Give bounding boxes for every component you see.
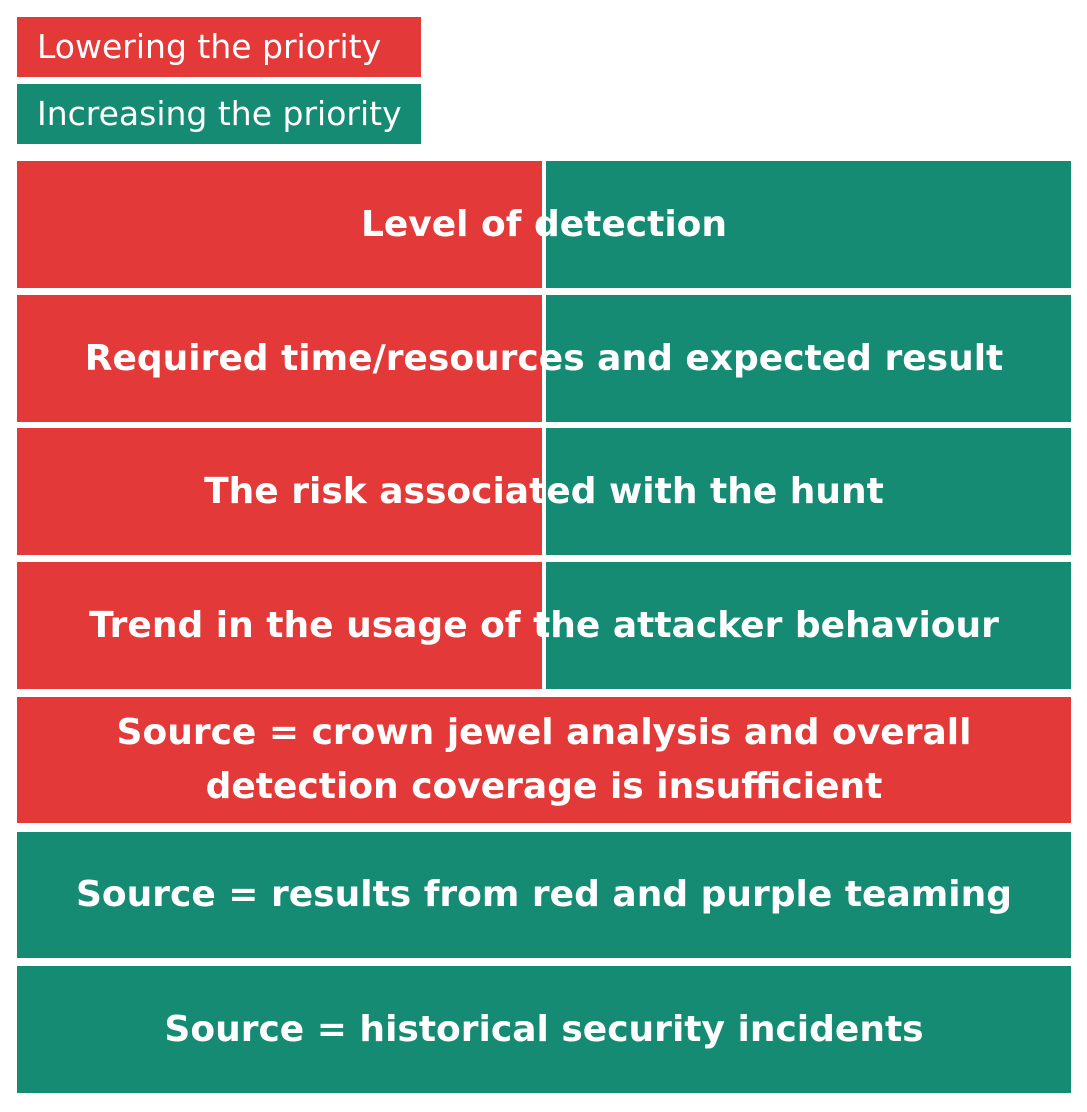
increasing-half xyxy=(546,161,1071,288)
factor-label: Trend in the usage of the attacker behav… xyxy=(89,604,999,646)
legend-lowering-priority: Lowering the priority xyxy=(17,17,421,77)
lowering-half xyxy=(17,428,542,555)
source-label: Source = results from red and purple tea… xyxy=(75,874,1013,915)
factor-label: Level of detection xyxy=(360,203,728,245)
lowering-half xyxy=(17,161,542,288)
factor-row: Trend in the usage of the attacker behav… xyxy=(17,562,1071,689)
source-row-increasing: Source = historical security incidents xyxy=(17,966,1071,1093)
legend-increasing-priority: Increasing the priority xyxy=(17,84,421,144)
factor-label: Required time/resources and expected res… xyxy=(84,337,1004,379)
source-row-lowering: Source = crown jewel analysis and overal… xyxy=(17,697,1071,823)
lowering-half xyxy=(17,562,542,689)
lowering-half xyxy=(17,295,542,422)
increasing-half xyxy=(546,428,1071,555)
factor-row: Required time/resources and expected res… xyxy=(17,295,1071,422)
increasing-half xyxy=(546,562,1071,689)
factor-label: The risk associated with the hunt xyxy=(204,470,884,512)
increasing-half xyxy=(546,295,1071,422)
source-label: Source = crown jewel analysis and overal… xyxy=(116,712,972,807)
source-row-increasing: Source = results from red and purple tea… xyxy=(17,832,1071,958)
factor-row: Level of detection xyxy=(17,161,1071,288)
factor-row: The risk associated with the hunt xyxy=(17,428,1071,555)
source-label: Source = historical security incidents xyxy=(164,1008,924,1050)
